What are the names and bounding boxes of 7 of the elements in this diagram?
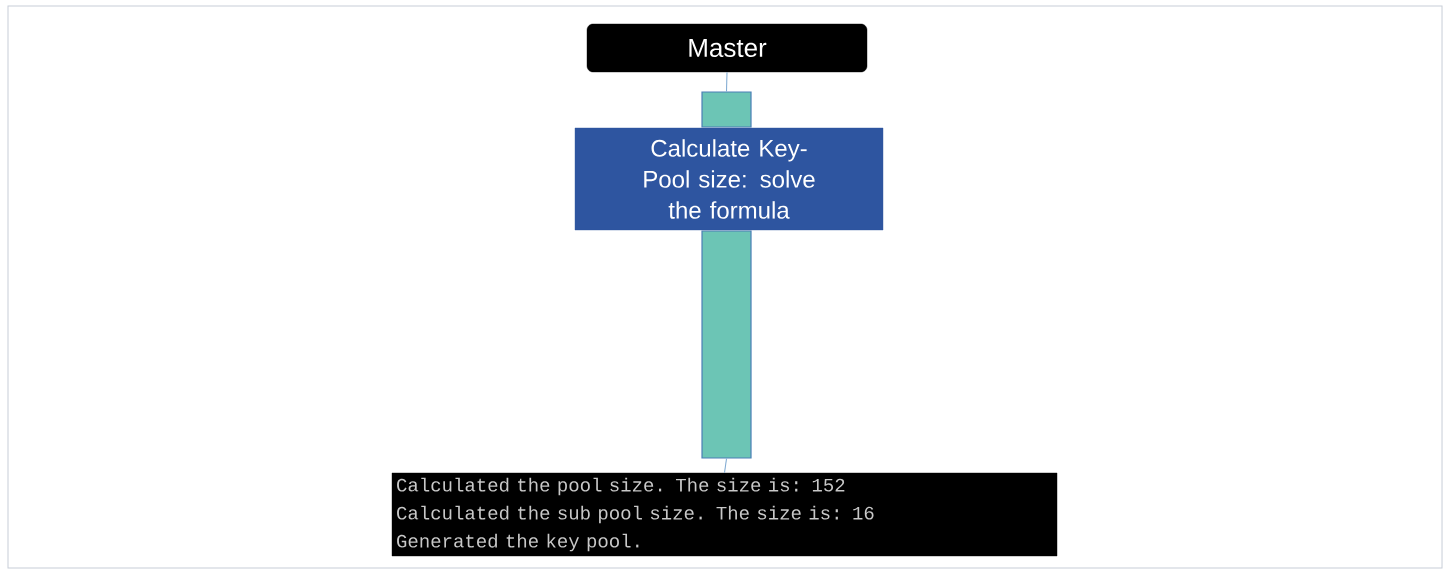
process-box: Calculate Key-Pool size: solve the formula bbox=[574, 127, 884, 231]
actor-box: Master bbox=[586, 23, 868, 73]
connector-line bbox=[726, 71, 728, 92]
connector-line bbox=[724, 458, 727, 474]
activation-bar bbox=[701, 91, 752, 128]
activation-bar bbox=[701, 230, 752, 459]
console-output: Calculated the pool size. The size is: 152 Calculated the sub pool size. The size is: 16 Generated the key pool. bbox=[391, 472, 1058, 557]
